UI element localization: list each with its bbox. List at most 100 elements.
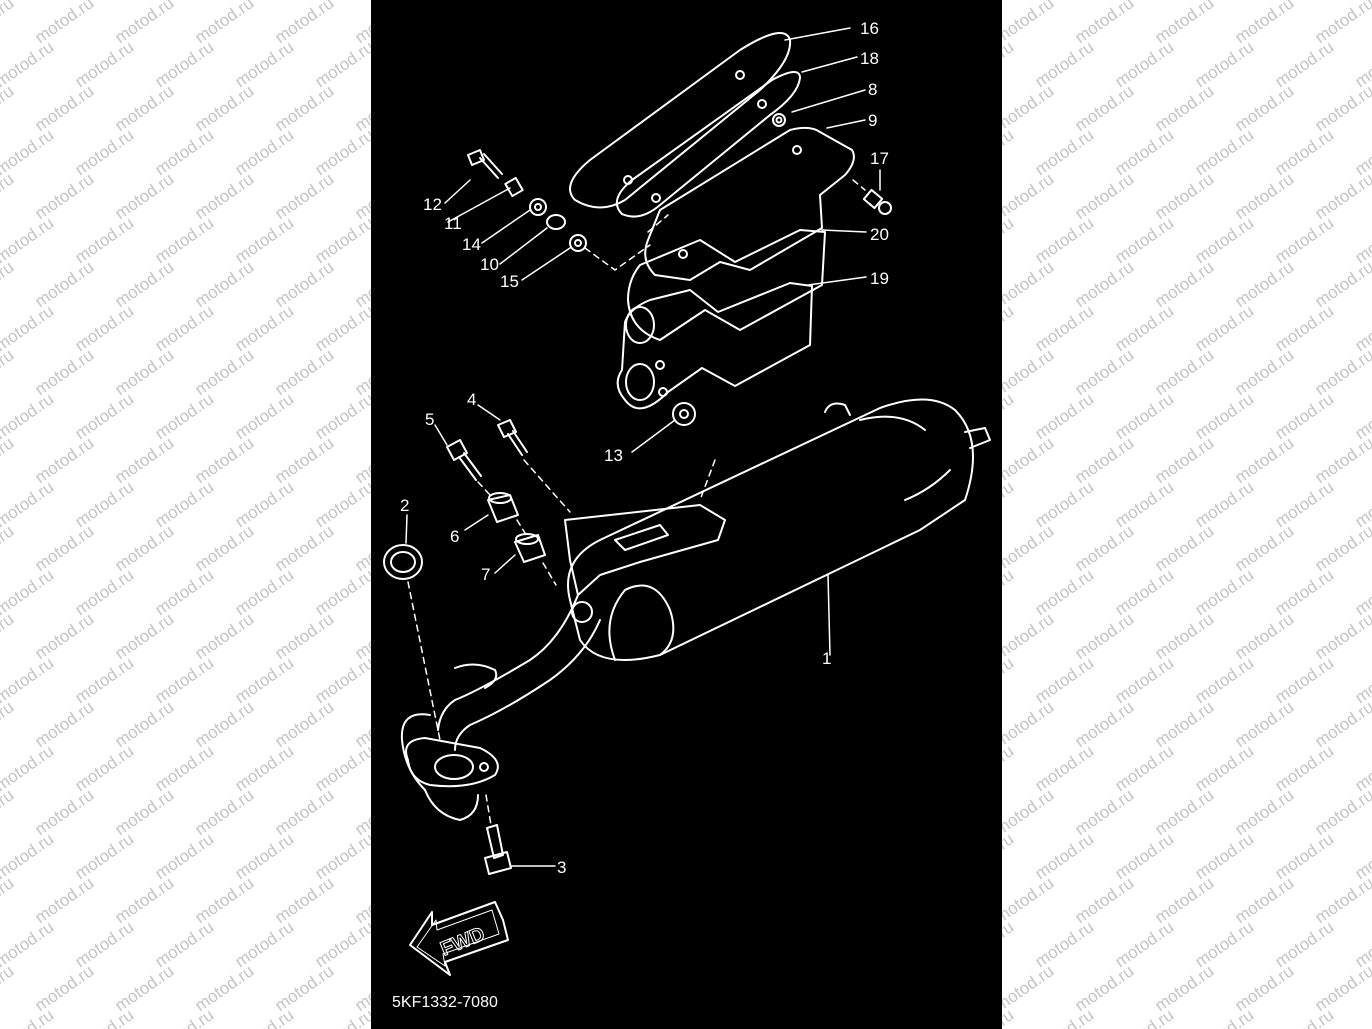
watermark-text: motod.ru bbox=[1151, 785, 1217, 839]
exhaust-flange bbox=[405, 737, 499, 788]
watermark-text: motod.ru bbox=[31, 257, 97, 311]
watermark-text: motod.ru bbox=[1031, 125, 1097, 179]
watermark-text: motod.ru bbox=[1351, 917, 1372, 971]
watermark-text: motod.ru bbox=[1271, 917, 1337, 971]
washer-8 bbox=[772, 113, 786, 127]
watermark-text: motod.ru bbox=[31, 345, 97, 399]
watermark-text: motod.ru bbox=[0, 917, 57, 971]
watermark-text: motod.ru bbox=[71, 389, 137, 443]
watermark-text: motod.ru bbox=[1071, 257, 1137, 311]
watermark-text: motod.ru bbox=[1071, 785, 1137, 839]
watermark-text: motod.ru bbox=[311, 741, 377, 795]
watermark-text: motod.ru bbox=[1191, 1005, 1257, 1029]
watermark-text: motod.ru bbox=[111, 169, 177, 223]
callout-16: 16 bbox=[860, 19, 879, 38]
watermark-text: motod.ru bbox=[191, 609, 257, 663]
watermark-text: motod.ru bbox=[1311, 785, 1372, 839]
watermark-text: motod.ru bbox=[1351, 565, 1372, 619]
washer-13 bbox=[672, 402, 696, 426]
callout-15: 15 bbox=[500, 272, 519, 291]
watermark-text: motod.ru bbox=[1111, 741, 1177, 795]
watermark-text: motod.ru bbox=[1311, 521, 1372, 575]
watermark-text: motod.ru bbox=[71, 829, 137, 883]
collar-6 bbox=[487, 494, 519, 523]
watermark-text: motod.ru bbox=[1351, 389, 1372, 443]
watermark-text: motod.ru bbox=[1031, 565, 1097, 619]
watermark-text: motod.ru bbox=[1351, 741, 1372, 795]
watermark-text: motod.ru bbox=[1071, 81, 1137, 135]
watermark-text: motod.ru bbox=[271, 961, 337, 1015]
watermark-text: motod.ru bbox=[311, 653, 377, 707]
watermark-text: motod.ru bbox=[311, 37, 377, 91]
watermark-text: motod.ru bbox=[271, 81, 337, 135]
watermark-text: motod.ru bbox=[191, 521, 257, 575]
watermark-text: motod.ru bbox=[1031, 213, 1097, 267]
watermark-text: motod.ru bbox=[271, 433, 337, 487]
watermark-text: motod.ru bbox=[1151, 697, 1217, 751]
watermark-text: motod.ru bbox=[0, 213, 57, 267]
watermark-text: motod.ru bbox=[1191, 477, 1257, 531]
callout-7: 7 bbox=[481, 565, 490, 584]
watermark-text: motod.ru bbox=[0, 37, 57, 91]
gasket-2 bbox=[383, 544, 423, 580]
callout-4: 4 bbox=[467, 390, 476, 409]
watermark-text: motod.ru bbox=[1071, 433, 1137, 487]
watermark-text: motod.ru bbox=[1271, 1005, 1337, 1029]
watermark-text: motod.ru bbox=[1351, 125, 1372, 179]
watermark-text: motod.ru bbox=[1071, 609, 1137, 663]
watermark-text: motod.ru bbox=[191, 345, 257, 399]
watermark-text: motod.ru bbox=[151, 125, 217, 179]
watermark-text: motod.ru bbox=[151, 917, 217, 971]
watermark-text: motod.ru bbox=[1151, 873, 1217, 927]
watermark-text: motod.ru bbox=[1071, 697, 1137, 751]
watermark-text: motod.ru bbox=[311, 477, 377, 531]
watermark-text: motod.ru bbox=[1151, 81, 1217, 135]
watermark-text: motod.ru bbox=[1231, 961, 1297, 1015]
watermark-text: motod.ru bbox=[1231, 257, 1297, 311]
watermark-text: motod.ru bbox=[1031, 741, 1097, 795]
watermark-text: motod.ru bbox=[271, 609, 337, 663]
watermark-text: motod.ru bbox=[31, 521, 97, 575]
watermark-text: motod.ru bbox=[151, 37, 217, 91]
watermark-text: motod.ru bbox=[0, 389, 57, 443]
watermark-text: motod.ru bbox=[111, 81, 177, 135]
watermark-text: motod.ru bbox=[231, 1005, 297, 1029]
watermark-text: motod.ru bbox=[1151, 345, 1217, 399]
watermark-text: motod.ru bbox=[111, 257, 177, 311]
callout-8: 8 bbox=[868, 80, 877, 99]
watermark-text: motod.ru bbox=[151, 1005, 217, 1029]
watermark-text: motod.ru bbox=[191, 873, 257, 927]
watermark-text: motod.ru bbox=[1311, 257, 1372, 311]
callout-18: 18 bbox=[860, 49, 879, 68]
watermark-text: motod.ru bbox=[71, 653, 137, 707]
watermark-text: motod.ru bbox=[231, 37, 297, 91]
watermark-text: motod.ru bbox=[31, 169, 97, 223]
plate-hole bbox=[757, 99, 767, 109]
muffler-body bbox=[567, 398, 974, 661]
watermark-text: motod.ru bbox=[1351, 477, 1372, 531]
watermark-text: motod.ru bbox=[311, 829, 377, 883]
collar-7 bbox=[514, 534, 546, 563]
inner-shield-plate bbox=[615, 71, 801, 218]
watermark-text: motod.ru bbox=[0, 169, 17, 223]
watermark-text: motod.ru bbox=[111, 433, 177, 487]
watermark-text: motod.ru bbox=[1191, 37, 1257, 91]
watermark-text: motod.ru bbox=[191, 81, 257, 135]
watermark-text: motod.ru bbox=[311, 301, 377, 355]
watermark-text: motod.ru bbox=[231, 653, 297, 707]
watermark-text: motod.ru bbox=[311, 1005, 377, 1029]
watermark-text: motod.ru bbox=[0, 345, 17, 399]
watermark-text: motod.ru bbox=[1351, 829, 1372, 883]
watermark-text: motod.ru bbox=[1111, 389, 1177, 443]
watermark-text: motod.ru bbox=[1111, 125, 1177, 179]
collar-11 bbox=[504, 176, 524, 198]
watermark-text: motod.ru bbox=[1031, 653, 1097, 707]
watermark-text: motod.ru bbox=[1271, 829, 1337, 883]
watermark-text: motod.ru bbox=[1311, 169, 1372, 223]
bolt-17 bbox=[862, 188, 884, 210]
watermark-text: motod.ru bbox=[1191, 213, 1257, 267]
watermark-text: motod.ru bbox=[1031, 477, 1097, 531]
watermark-text: motod.ru bbox=[191, 785, 257, 839]
watermark-text: motod.ru bbox=[1191, 565, 1257, 619]
watermark-text: motod.ru bbox=[1231, 433, 1297, 487]
